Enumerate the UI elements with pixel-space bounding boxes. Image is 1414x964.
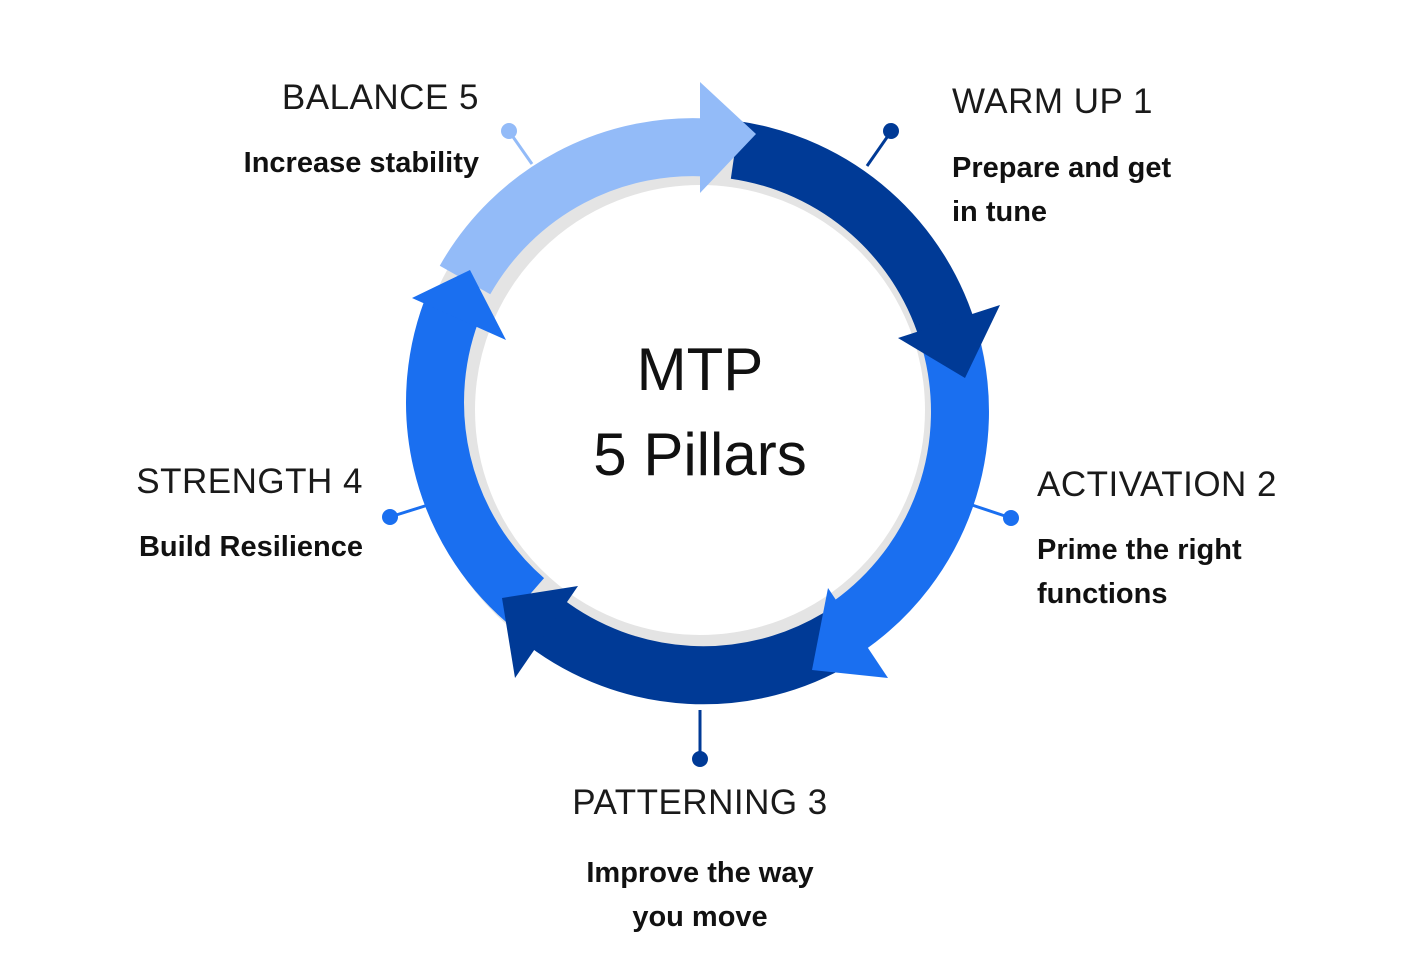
pillar-desc-line: you move (632, 901, 768, 933)
arc-warm-up (730, 121, 978, 349)
arrowhead-balance (700, 82, 756, 193)
arc-activation (832, 332, 989, 649)
connector-activation (971, 503, 1019, 526)
pillar-title-warm-up: WARM UP 1 (952, 82, 1153, 121)
pillar-desc-line: Increase stability (243, 147, 479, 179)
center-title: MTP (636, 336, 764, 403)
pillar-title-patterning: PATTERNING 3 (572, 783, 828, 822)
pillar-desc-line: Build Resilience (138, 531, 363, 563)
center-disk (518, 228, 882, 592)
connector-patterning (692, 710, 708, 767)
arrowhead-strength (412, 270, 506, 340)
connector-balance (501, 123, 534, 165)
pillar-desc-activation: Prime the right functions (1037, 528, 1242, 616)
pillar-desc-line: in tune (952, 196, 1048, 228)
arrowhead-warm-up (898, 305, 1000, 378)
pillar-desc-line: Prepare and get (952, 152, 1172, 184)
pillar-desc-strength: Build Resilience (40, 525, 363, 569)
pillar-desc-line: functions (1037, 578, 1168, 610)
pillar-desc-line: Prime the right (1037, 534, 1242, 566)
pillar-desc-warm-up: Prepare and get in tune (952, 146, 1171, 234)
pillar-title-balance: BALANCE 5 (281, 78, 479, 117)
connector-warm-up (865, 123, 899, 167)
pillar-desc-balance: Increase stability (140, 141, 479, 185)
arc-patterning (527, 598, 853, 705)
pillar-desc-line: Improve the way (586, 857, 814, 889)
arc-strength (406, 290, 545, 622)
pillar-title-activation: ACTIVATION 2 (1037, 465, 1278, 504)
arrowhead-activation (812, 588, 888, 678)
arrowhead-patterning (502, 586, 578, 678)
pillar-title-strength: STRENGTH 4 (136, 462, 363, 501)
center-subtitle: 5 Pillars (593, 421, 807, 488)
connector-strength (382, 503, 429, 525)
arc-balance (439, 118, 718, 295)
pillar-desc-patterning: Improve the way you move (500, 851, 900, 939)
